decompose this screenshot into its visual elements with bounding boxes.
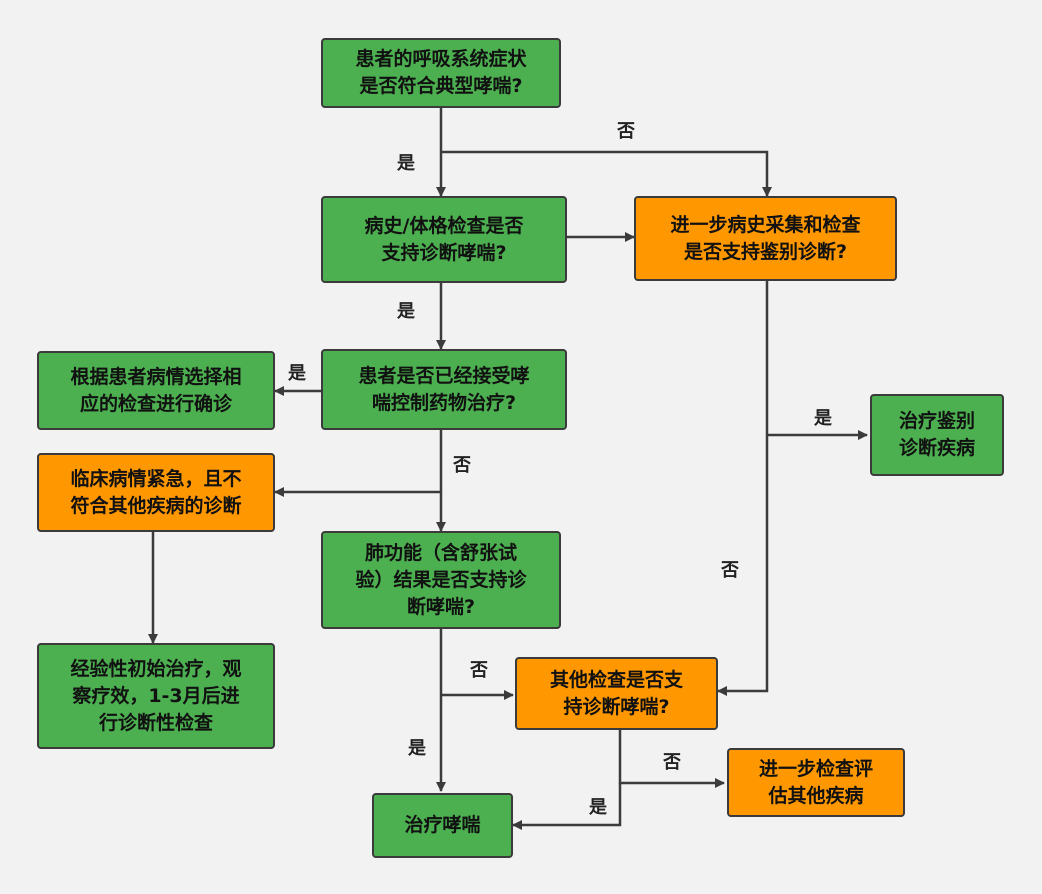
node-lung-function: 肺功能（含舒张试验）结果是否支持诊断哮喘? xyxy=(321,531,561,629)
node-text: 根据患者病情选择相 xyxy=(70,365,242,388)
node-text: 估其他疾病 xyxy=(768,784,864,807)
label-yes: 是 xyxy=(814,408,832,429)
label-yes: 是 xyxy=(397,301,415,322)
label-yes: 是 xyxy=(397,153,415,174)
label-no: 否 xyxy=(470,660,488,681)
node-text: 患者的呼吸系统症状 xyxy=(355,48,527,70)
node-text: 患者是否已经接受哮 xyxy=(358,364,530,387)
node-select-exams: 根据患者病情选择相应的检查进行确诊 xyxy=(37,351,275,430)
node-text: 断哮喘? xyxy=(406,595,475,618)
node-text: 察疗效，1-3月后进 xyxy=(72,684,240,707)
node-text: 病史/体格检查是否 xyxy=(364,214,524,237)
node-further-history: 进一步病史采集和检查是否支持鉴别诊断? xyxy=(634,196,897,281)
node-treat-differential: 治疗鉴别诊断疾病 xyxy=(870,394,1004,476)
node-history-exam: 病史/体格检查是否支持诊断哮喘? xyxy=(321,196,567,283)
label-yes: 是 xyxy=(288,363,306,384)
node-text: 是否支持鉴别诊断? xyxy=(683,240,847,263)
node-text: 应的检查进行确诊 xyxy=(79,392,232,415)
arrow-other-to-treat xyxy=(512,783,622,830)
node-other-exams: 其他检查是否支持诊断哮喘? xyxy=(515,657,718,730)
node-text: 诊断疾病 xyxy=(898,437,975,459)
node-text: 临床病情紧急，且不 xyxy=(70,467,242,490)
node-text: 治疗哮喘 xyxy=(404,814,481,836)
label-no: 否 xyxy=(721,560,739,581)
node-further-eval: 进一步检查评估其他疾病 xyxy=(727,748,905,817)
node-text: 符合其他疾病的诊断 xyxy=(70,494,242,517)
arrow-symptoms-to-further xyxy=(441,150,772,197)
node-text: 肺功能（含舒张试 xyxy=(364,541,517,564)
label-no: 否 xyxy=(453,455,471,476)
node-urgent: 临床病情紧急，且不符合其他疾病的诊断 xyxy=(37,453,275,532)
node-text: 进一步检查评 xyxy=(758,757,873,780)
node-text: 验）结果是否支持诊 xyxy=(355,568,527,591)
arrow-further-to-other xyxy=(717,281,769,696)
node-empirical: 经验性初始治疗，观察疗效，1-3月后进行诊断性检查 xyxy=(37,643,275,749)
label-no: 否 xyxy=(663,752,681,773)
label-yes: 是 xyxy=(589,797,607,818)
node-text: 其他检查是否支 xyxy=(549,668,683,691)
node-text: 喘控制药物治疗? xyxy=(371,391,516,414)
node-text: 经验性初始治疗，观 xyxy=(70,657,242,680)
node-treat-asthma: 治疗哮喘 xyxy=(372,793,513,858)
node-text: 持诊断哮喘? xyxy=(563,695,670,718)
node-text: 是否符合典型哮喘? xyxy=(359,75,523,97)
node-typical-symptoms: 患者的呼吸系统症状是否符合典型哮喘? xyxy=(321,38,561,108)
node-text: 行诊断性检查 xyxy=(98,711,213,734)
node-text: 支持诊断哮喘? xyxy=(381,241,507,264)
node-text: 治疗鉴别 xyxy=(898,410,975,432)
label-no: 否 xyxy=(617,121,635,142)
node-received-treatment: 患者是否已经接受哮喘控制药物治疗? xyxy=(321,349,567,430)
label-yes: 是 xyxy=(408,738,426,759)
node-text: 进一步病史采集和检查 xyxy=(670,213,861,236)
